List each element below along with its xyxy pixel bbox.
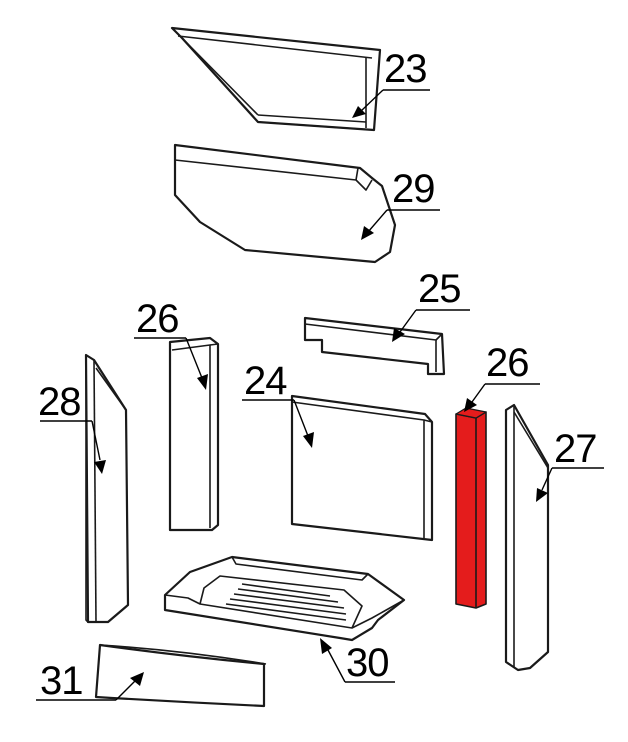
leader-arrows bbox=[36, 89, 604, 701]
highlighted-brick-top bbox=[455, 407, 487, 419]
part-28-left-side-panel bbox=[84, 353, 130, 624]
part-23-baffle-plate bbox=[170, 26, 382, 132]
label-25: 25 bbox=[418, 267, 461, 311]
part-24-rear-panel bbox=[290, 394, 434, 542]
label-30: 30 bbox=[346, 641, 389, 685]
part-26-right-side-brick-highlighted bbox=[455, 407, 487, 609]
part-number-labels: 23 29 25 26 24 26 28 27 30 31 bbox=[38, 47, 598, 703]
label-27: 27 bbox=[554, 427, 597, 471]
highlighted-brick-front bbox=[455, 411, 487, 609]
part-27-right-side-panel bbox=[504, 403, 550, 672]
grate-slots bbox=[225, 583, 347, 621]
label-24: 24 bbox=[244, 359, 287, 403]
part-31-front-curved-strip bbox=[94, 643, 267, 708]
part-26-left-side-brick bbox=[168, 336, 220, 532]
label-31: 31 bbox=[40, 659, 83, 703]
part-30-grate-tray bbox=[163, 555, 406, 642]
label-28: 28 bbox=[38, 380, 81, 424]
part-25-rear-bar bbox=[303, 316, 446, 376]
label-26-left: 26 bbox=[136, 297, 179, 341]
label-26-right: 26 bbox=[486, 341, 529, 385]
label-29: 29 bbox=[392, 167, 435, 211]
label-23: 23 bbox=[384, 47, 427, 91]
part-29-top-plate bbox=[173, 143, 397, 264]
